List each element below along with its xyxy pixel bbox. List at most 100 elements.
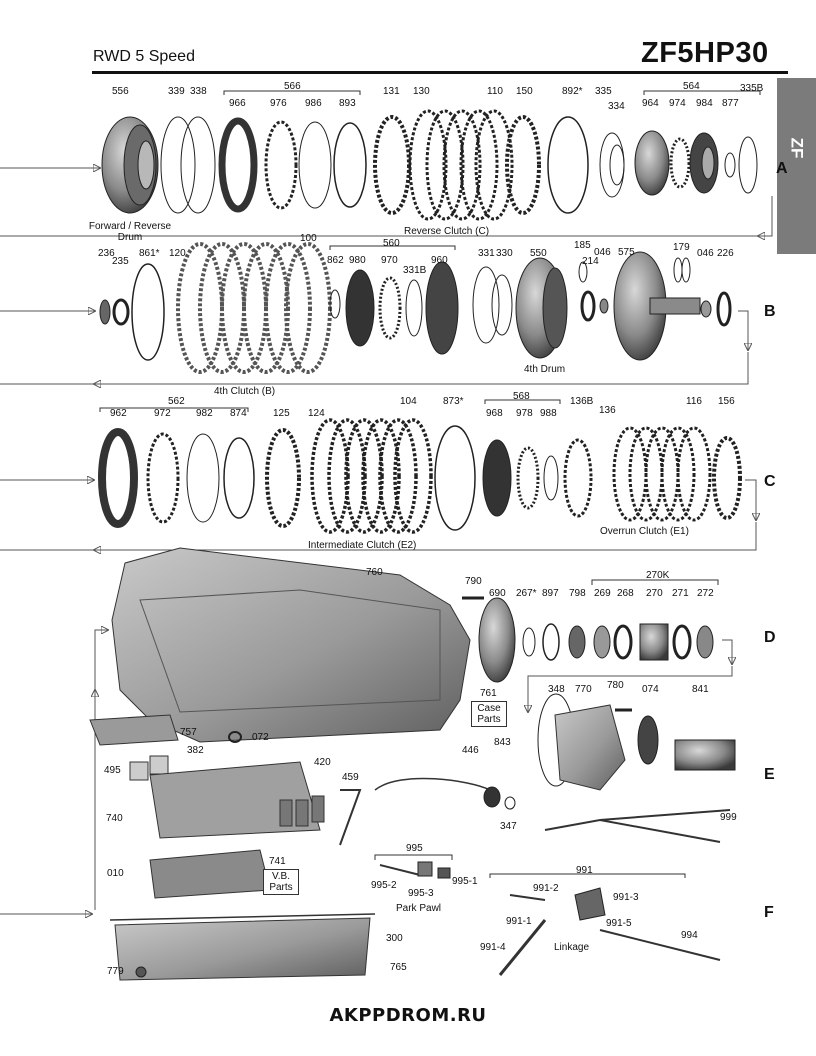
seal-347 — [504, 796, 516, 810]
flow-arrow-c-return — [94, 522, 757, 550]
seal-874 — [223, 437, 255, 519]
filter-010 — [149, 849, 271, 899]
part-label: 974 — [669, 98, 686, 109]
bearing-272 — [696, 625, 714, 659]
bearing-271 — [672, 624, 692, 660]
solenoids-420 — [279, 795, 325, 827]
pipes-999 — [544, 809, 731, 843]
part-label: 335B — [740, 83, 764, 94]
part-label: 560 — [383, 238, 400, 249]
caption-fourth-drum: 4th Drum — [524, 364, 566, 375]
intermediate-clutch-pack — [310, 418, 433, 534]
plug-779 — [135, 966, 147, 978]
plate-150 — [505, 115, 541, 215]
part-label: 459 — [342, 772, 359, 783]
section-f-label: F — [764, 904, 774, 921]
part-label: 966 — [229, 98, 246, 109]
plate-156 — [712, 436, 742, 520]
part-label: 978 — [516, 408, 533, 419]
shaft-assembly-575 — [613, 251, 701, 361]
part-label: 110 — [487, 86, 503, 97]
part-label: 074 — [642, 684, 659, 695]
part-label: 991 — [576, 865, 593, 876]
extension-770 — [554, 704, 626, 791]
part-label: 136B — [570, 396, 594, 407]
part-label: 877 — [722, 98, 739, 109]
part-label: 760 — [366, 567, 383, 578]
bearing-268 — [613, 624, 633, 660]
ring-335 — [599, 132, 625, 198]
part-label: 564 — [683, 81, 700, 92]
caption-park-pawl: Park Pawl — [396, 903, 442, 914]
ring-339 — [160, 116, 196, 214]
part-label: 272 — [697, 588, 714, 599]
harness-446 — [374, 777, 491, 791]
caption-forward-reverse-drum: Forward / Reverse Drum — [88, 221, 172, 243]
spring-970 — [378, 276, 402, 340]
part-label: 125 — [273, 408, 290, 419]
part-label: 330 — [496, 248, 513, 259]
part-label: 072 — [252, 732, 269, 743]
part-label: 150 — [516, 86, 533, 97]
part-label: 185 — [574, 240, 591, 251]
valve-body-740 — [149, 761, 321, 839]
part-label: 964 — [642, 98, 659, 109]
part-label: 382 — [187, 745, 204, 756]
seal-798 — [568, 625, 586, 659]
piston-968 — [482, 439, 512, 517]
part-label: 779 — [107, 966, 124, 977]
piston-960 — [425, 261, 459, 355]
ring-179a — [673, 257, 683, 283]
flow-arrow-d-down — [722, 639, 732, 664]
part-label: 271 — [672, 588, 689, 599]
model-title: ZF5HP30 — [641, 37, 769, 69]
ring-334 — [609, 144, 625, 186]
part-label: 562 — [168, 396, 185, 407]
part-label: 156 — [718, 396, 735, 407]
site-footer[interactable]: AKPPDROM.RU — [329, 1005, 487, 1026]
part-label: 991-4 — [480, 942, 506, 953]
part-label: 893 — [339, 98, 356, 109]
gasket-300 — [109, 913, 376, 921]
section-b-label: B — [764, 303, 776, 320]
reverse-clutch-pack — [408, 109, 514, 221]
part-label: 995-1 — [452, 876, 478, 887]
plate-136b — [563, 438, 593, 518]
part-label: 179 — [673, 242, 690, 253]
flow-arrows — [0, 168, 773, 914]
part-label: 995-3 — [408, 888, 434, 899]
spring-976 — [264, 120, 298, 210]
part-label: 010 — [107, 868, 124, 879]
part-label: 995-2 — [371, 880, 397, 891]
row-c-parts — [98, 418, 742, 534]
part-label: 116 — [686, 396, 702, 407]
cover-757 — [89, 714, 179, 746]
section-e-label: E — [764, 766, 775, 783]
brand-tab[interactable]: ZF — [777, 78, 816, 254]
part-label: 761 — [480, 688, 497, 699]
oring-072 — [228, 731, 242, 743]
ring-267 — [522, 627, 536, 657]
part-label: 495 — [104, 765, 121, 776]
part-label: 235 — [112, 256, 129, 267]
caption-reverse-clutch: Reverse Clutch (C) — [404, 226, 490, 237]
flow-arrow-b-down — [738, 310, 748, 350]
part-label: 897 — [542, 588, 559, 599]
part-label: 986 — [305, 98, 322, 109]
part-label: 335 — [595, 86, 612, 97]
ring-331 — [472, 266, 500, 344]
part-label: 270K — [646, 570, 670, 581]
part-label: 334 — [608, 101, 625, 112]
row-e-parts — [89, 693, 736, 846]
part-label: 300 — [386, 933, 403, 944]
filter-495b — [149, 755, 169, 775]
ring-331b — [405, 279, 423, 337]
spring-972 — [146, 432, 180, 524]
row-a-parts — [101, 109, 758, 221]
part-label: 575 — [618, 247, 635, 258]
ring-338 — [180, 116, 216, 214]
part-label: 991-1 — [506, 916, 532, 927]
clips-459 — [339, 789, 362, 846]
part-label: 991-5 — [606, 918, 632, 929]
part-label: 770 — [575, 684, 592, 695]
